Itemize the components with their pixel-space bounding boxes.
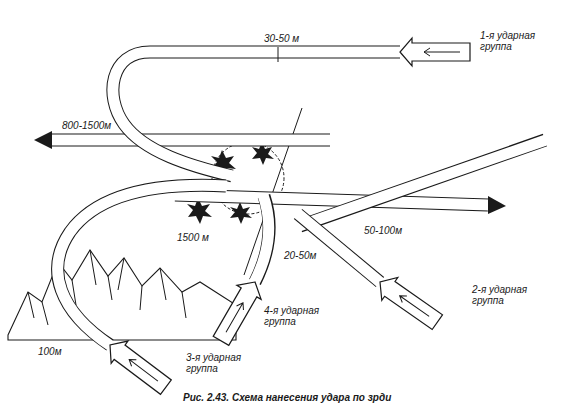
altitude-tick (278, 47, 279, 62)
band-outline (113, 52, 400, 176)
exit-band (34, 131, 331, 149)
group-arrow-box (400, 38, 470, 66)
group-label: 3-я ударная группа (184, 352, 252, 374)
band-outline (300, 140, 545, 226)
group-arrow-box (372, 271, 445, 334)
altitude-label: 30-50 м (262, 33, 301, 44)
group-label: 1-я ударная группа (478, 30, 546, 52)
altitude-label: 100м (36, 346, 64, 357)
altitude-label: 1500 м (175, 232, 211, 243)
arrowhead (488, 196, 506, 214)
band-outline (175, 195, 488, 205)
group-2-band (297, 213, 381, 283)
figure-caption: Рис. 2.43. Схема нанесения удара по зрди (181, 392, 393, 404)
altitude-label: 50-100м (362, 225, 404, 236)
group-label: 4-я ударная группа (262, 305, 330, 327)
group-1-band (113, 47, 401, 176)
group-3-band (58, 185, 227, 346)
band-fill (299, 140, 546, 226)
group-4-band (254, 195, 269, 283)
explosion-symbol (230, 202, 252, 224)
arrowhead (34, 131, 52, 149)
band-fill (113, 52, 401, 176)
band-fill (51, 135, 331, 146)
band-outline (52, 134, 330, 147)
exit-band (299, 140, 546, 226)
band-fill (254, 195, 269, 283)
band-outline (58, 185, 226, 345)
altitude-label: 20-50м (282, 250, 318, 261)
group-arrow-box (102, 334, 175, 398)
mountains (8, 250, 236, 340)
mountain-ridge (8, 250, 236, 340)
band-fill (58, 185, 227, 346)
band-fill (297, 213, 381, 283)
band-outline (255, 196, 269, 282)
group-arrow-box (209, 275, 267, 348)
group-label: 2-я ударная группа (470, 284, 538, 306)
altitude-label: 800-1500м (60, 120, 113, 131)
band-fill (174, 195, 489, 205)
